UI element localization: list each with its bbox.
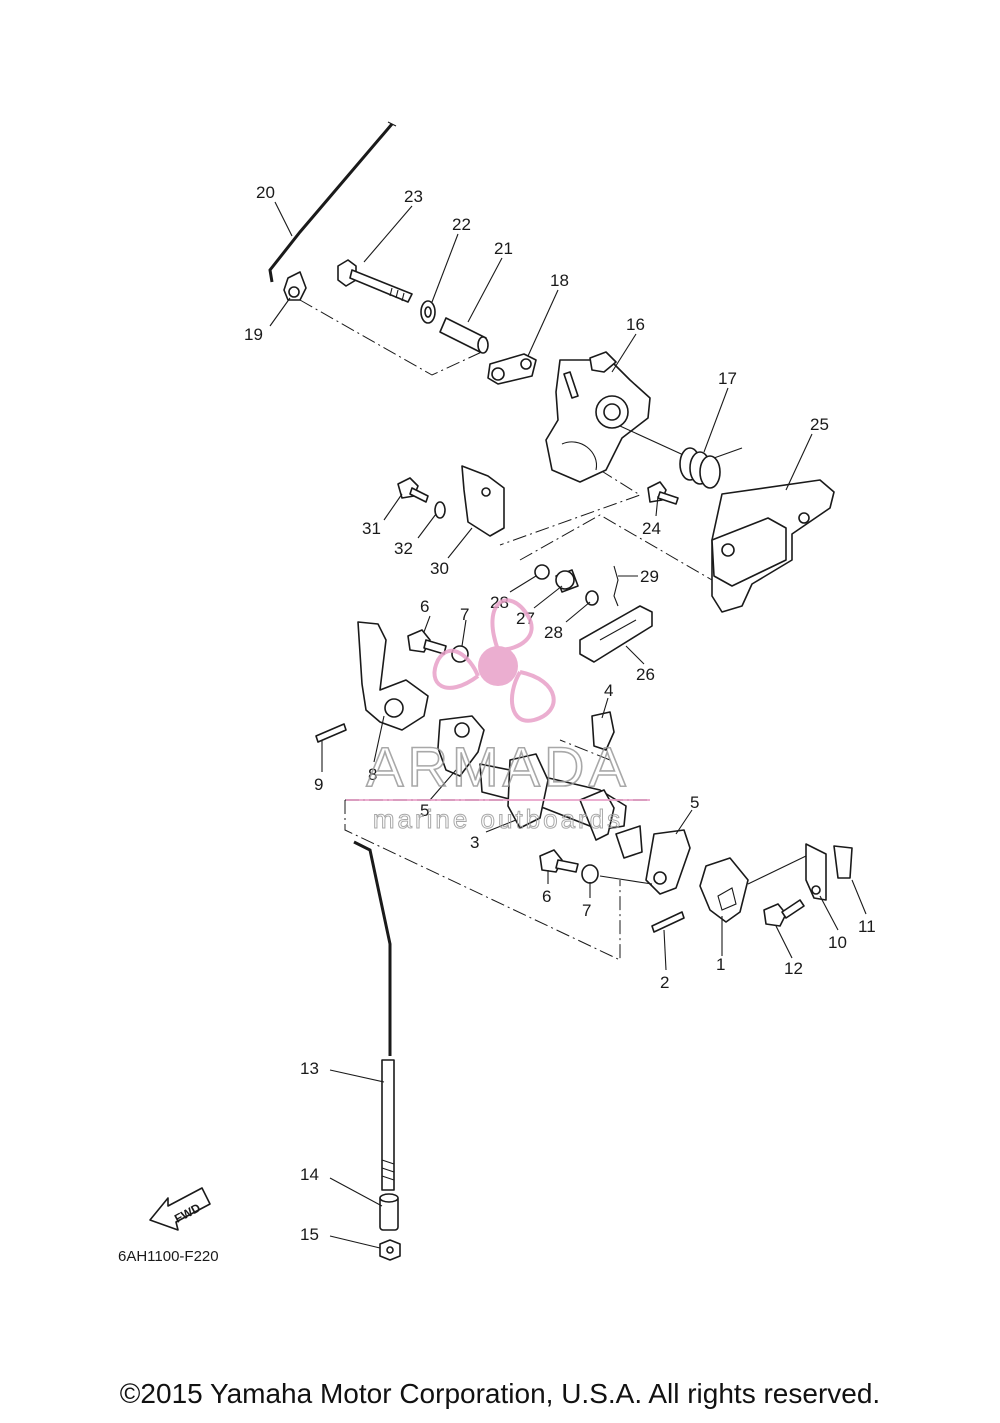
- part-16-cam: [545, 351, 691, 483]
- part-5-lever-right: [645, 829, 691, 895]
- part-6-bolt-upper: [407, 629, 447, 655]
- callout-11: 11: [858, 917, 876, 936]
- callout-3: 3: [470, 833, 479, 852]
- part-30-bracket: [461, 465, 505, 537]
- callout-24: 24: [642, 519, 661, 538]
- part-21-collar: [439, 317, 489, 354]
- part-13-rod: [353, 840, 395, 1191]
- part-23-bolt: [337, 259, 413, 303]
- callout-14: 14: [300, 1165, 319, 1184]
- callout-20: 20: [256, 183, 275, 202]
- part-24-screw: [647, 481, 679, 505]
- callout-5-right: 5: [690, 793, 699, 812]
- part-6-bolt-lower: [539, 849, 579, 873]
- part-26-slider: [579, 605, 653, 663]
- part-10-plate: [805, 843, 827, 901]
- callout-8: 8: [368, 765, 377, 784]
- callout-17: 17: [718, 369, 737, 388]
- callout-12: 12: [784, 959, 803, 978]
- part-17-spring: [679, 447, 743, 489]
- callout-30: 30: [430, 559, 449, 578]
- callout-leaders: [269, 201, 867, 1249]
- part-4-clip: [591, 711, 615, 751]
- part-18-link: [487, 353, 537, 385]
- callout-23: 23: [404, 187, 423, 206]
- part-19-joint: [283, 271, 307, 301]
- callout-22: 22: [452, 215, 471, 234]
- part-11-tab: [833, 845, 853, 879]
- callout-7-lower: 7: [582, 901, 591, 920]
- copyright-notice: ©2015 Yamaha Motor Corporation, U.S.A. A…: [119, 1378, 881, 1409]
- callout-31: 31: [362, 519, 381, 538]
- watermark-brand: ARMADA: [366, 735, 630, 798]
- callout-2: 2: [660, 973, 669, 992]
- callout-10: 10: [828, 933, 847, 952]
- part-28-washer-lower: [585, 590, 599, 606]
- callout-6-lower: 6: [542, 887, 551, 906]
- part-5-lever-left: [437, 715, 485, 777]
- callout-26: 26: [636, 665, 655, 684]
- part-8-lever: [357, 621, 429, 731]
- part-32-washer: [434, 501, 446, 519]
- watermark-tagline: marine outboards: [373, 804, 623, 834]
- armada-watermark: ARMADA marine outboards: [346, 598, 650, 835]
- callout-13: 13: [300, 1059, 319, 1078]
- callout-7-upper: 7: [460, 605, 469, 624]
- callout-29: 29: [640, 567, 659, 586]
- part-9-pin: [315, 723, 347, 743]
- part-25-bracket: [711, 479, 835, 613]
- callout-5-left: 5: [420, 801, 429, 820]
- diagram-code: 6AH1100-F220: [118, 1248, 219, 1265]
- callout-labels: 20 23 22 21 18 16 19 17 25 31 24 32 30 2…: [244, 183, 876, 1244]
- callout-32: 32: [394, 539, 413, 558]
- part-22-washer: [420, 300, 436, 324]
- part-31-screw: [397, 477, 429, 503]
- part-15-nut: [379, 1239, 401, 1261]
- callout-19: 19: [244, 325, 263, 344]
- callout-16: 16: [626, 315, 645, 334]
- callout-15: 15: [300, 1225, 319, 1244]
- callout-4: 4: [604, 681, 613, 700]
- callout-9: 9: [314, 775, 323, 794]
- part-14-joint: [379, 1193, 399, 1231]
- fwd-arrow-icon: FWD: [149, 1187, 211, 1231]
- callout-18: 18: [550, 271, 569, 290]
- part-3-shaft: [479, 753, 643, 859]
- callout-6-upper: 6: [420, 597, 429, 616]
- part-20-rod: [268, 121, 397, 283]
- callout-28-lower: 28: [544, 623, 563, 642]
- callout-21: 21: [494, 239, 513, 258]
- part-28-washer-upper: [534, 564, 550, 580]
- part-2-pin: [651, 911, 685, 933]
- part-29-pin: [613, 565, 619, 607]
- part-1-lever: [699, 857, 749, 923]
- part-7-washer-lower: [581, 864, 599, 884]
- callout-1: 1: [716, 955, 725, 974]
- propeller-logo-icon: [432, 598, 556, 723]
- callout-25: 25: [810, 415, 829, 434]
- part-12-screw: [763, 899, 805, 927]
